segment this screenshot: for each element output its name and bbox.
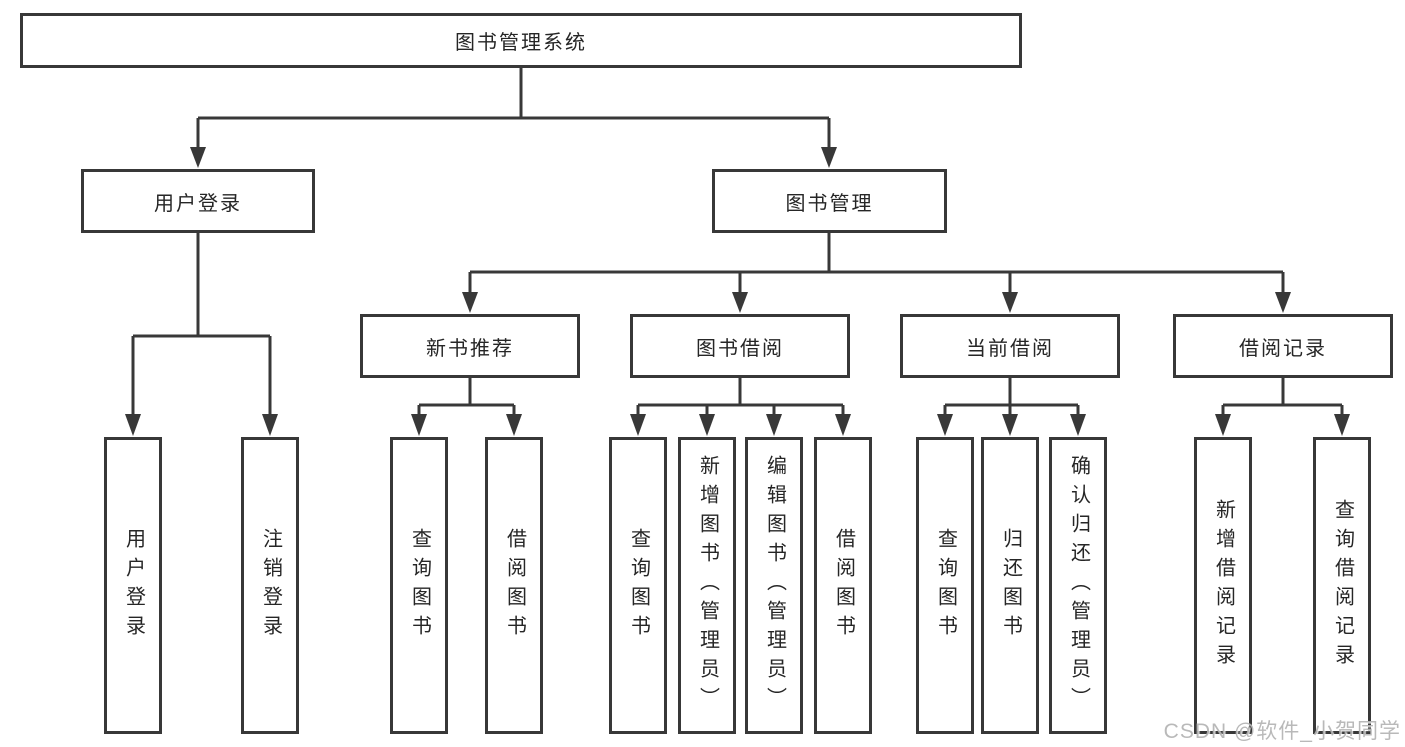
- arrow: [462, 272, 478, 313]
- connector-bookborrow-to-leaves: [630, 378, 851, 436]
- node-label: 新书推荐: [426, 337, 514, 360]
- arrow: [766, 405, 782, 436]
- node-label: 借阅图书: [503, 527, 526, 644]
- node-borrowing-edit-books-admin: 编辑图书（管理员）: [745, 437, 803, 734]
- node-label: 新增借阅记录: [1212, 498, 1235, 673]
- connector-borrowrecords-to-leaves: [1215, 378, 1350, 436]
- arrow: [1070, 405, 1086, 436]
- node-logout: 注销登录: [241, 437, 299, 734]
- node-label: 查询图书: [408, 527, 431, 644]
- node-label: 用户登录: [122, 527, 145, 644]
- node-label: 确认归还（管理员）: [1067, 455, 1090, 716]
- arrow: [1002, 405, 1018, 436]
- node-library-management-system: 图书管理系统: [20, 13, 1022, 68]
- connector-newbooks-to-leaves: [411, 378, 522, 436]
- arrow: [125, 336, 141, 436]
- node-records-add-borrow-record: 新增借阅记录: [1194, 437, 1252, 734]
- arrow: [262, 336, 278, 436]
- node-label: 借阅记录: [1239, 337, 1327, 360]
- arrow: [835, 405, 851, 436]
- arrow: [937, 405, 953, 436]
- node-label: 图书管理: [785, 192, 874, 215]
- node-new-book-recommendation: 新书推荐: [360, 314, 580, 378]
- node-borrowing-records: 借阅记录: [1173, 314, 1393, 378]
- arrow: [1334, 405, 1350, 436]
- node-records-query-borrow-record: 查询借阅记录: [1313, 437, 1371, 734]
- connector-root-to-level2: [190, 68, 837, 168]
- node-user-login: 用户登录: [81, 169, 315, 233]
- node-label: 归还图书: [999, 527, 1022, 644]
- node-newbooks-query-books: 查询图书: [390, 437, 448, 734]
- node-label: 查询借阅记录: [1331, 498, 1354, 673]
- node-label: 注销登录: [259, 527, 282, 644]
- csdn-watermark: CSDN @软件_小贺同学: [1163, 720, 1401, 743]
- arrow: [1002, 272, 1018, 313]
- node-current-query-books: 查询图书: [916, 437, 974, 734]
- arrow: [699, 405, 715, 436]
- connector-userlogin-to-leaves: [125, 233, 278, 436]
- node-label: 借阅图书: [832, 527, 855, 644]
- node-book-borrowing: 图书借阅: [630, 314, 850, 378]
- node-book-management: 图书管理: [712, 169, 947, 233]
- node-borrowing-borrow-books: 借阅图书: [814, 437, 872, 734]
- arrow: [411, 405, 427, 436]
- node-borrowing-query-books: 查询图书: [609, 437, 667, 734]
- node-label: 图书借阅: [696, 337, 784, 360]
- arrow: [190, 118, 206, 168]
- node-label: 查询图书: [934, 527, 957, 644]
- arrow: [732, 272, 748, 313]
- node-borrowing-add-books-admin: 新增图书（管理员）: [678, 437, 736, 734]
- node-newbooks-borrow-books: 借阅图书: [485, 437, 543, 734]
- node-current-confirm-return-admin: 确认归还（管理员）: [1049, 437, 1107, 734]
- node-user-login-leaf: 用户登录: [104, 437, 162, 734]
- node-label: 用户登录: [154, 192, 242, 215]
- node-current-borrowing: 当前借阅: [900, 314, 1120, 378]
- node-label: 当前借阅: [966, 337, 1054, 360]
- arrow: [1215, 405, 1231, 436]
- node-label: 图书管理系统: [455, 32, 587, 54]
- node-current-return-books: 归还图书: [981, 437, 1039, 734]
- arrow: [630, 405, 646, 436]
- arrow: [506, 405, 522, 436]
- node-label: 新增图书（管理员）: [696, 455, 719, 716]
- arrow: [1275, 272, 1291, 313]
- node-label: 编辑图书（管理员）: [763, 455, 786, 716]
- arrow: [821, 118, 837, 168]
- node-label: 查询图书: [627, 527, 650, 644]
- connector-bookmgmt-to-level3: [462, 233, 1291, 313]
- connector-currentborrow-to-leaves: [937, 378, 1086, 436]
